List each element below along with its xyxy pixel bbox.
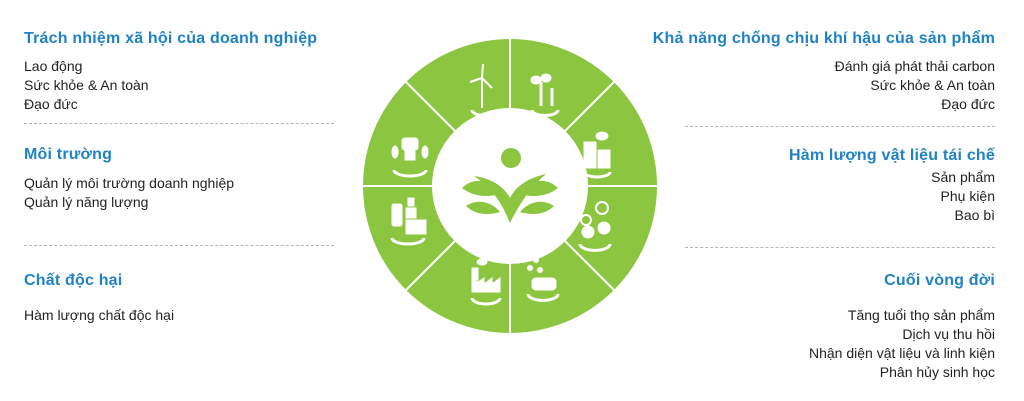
section-title: Khả năng chống chịu khí hậu của sản phẩm xyxy=(652,30,995,47)
section-end-of-life: Cuối vòng đời Tăng tuổi thọ sản phẩm Dịc… xyxy=(575,271,995,382)
section-title: Môi trường xyxy=(24,146,113,163)
list-item: Phụ kiện xyxy=(940,188,995,204)
people-recycle-dialogue-icon xyxy=(578,201,612,252)
list-item: Sức khỏe & An toàn xyxy=(24,77,149,93)
section-title: Hàm lượng vật liệu tái chế xyxy=(789,147,995,164)
wheel-center xyxy=(432,108,588,264)
list-item: Sản phẩm xyxy=(931,169,995,185)
list-item: Đánh giá phát thải carbon xyxy=(834,58,995,74)
factory-leaf-recycle-icon xyxy=(470,258,502,306)
section-title: Cuối vòng đời xyxy=(884,272,995,289)
car-emissions-recycle-icon xyxy=(526,257,560,302)
sprouting-person-leaves-icon xyxy=(462,148,558,223)
item-list: Sản phẩm Phụ kiện Bao bì xyxy=(575,168,995,225)
list-item: Đạo đức xyxy=(24,96,78,112)
list-item: Nhận diện vật liệu và linh kiện xyxy=(808,345,995,361)
plant-fork-recycle-icon xyxy=(530,73,560,117)
sustainability-wheel xyxy=(362,38,658,334)
list-item: Quản lý môi trường doanh nghiệp xyxy=(24,175,235,191)
section-title: Trách nhiệm xã hội của doanh nghiệp xyxy=(24,30,318,47)
item-list: Đánh giá phát thải carbon Sức khỏe & An … xyxy=(575,57,995,114)
dashed-divider xyxy=(24,123,334,124)
list-item: Đạo đức xyxy=(941,96,995,112)
section-title: Chất độc hại xyxy=(24,272,123,289)
item-list: Hàm lượng chất độc hại xyxy=(24,306,344,325)
list-item: Dịch vụ thu hồi xyxy=(902,326,995,342)
battery-packaging-recycle-icon xyxy=(390,197,427,246)
list-item: Tăng tuổi thọ sản phẩm xyxy=(847,307,995,323)
wind-turbine-recycle-icon xyxy=(469,63,494,117)
dashed-divider xyxy=(685,126,995,127)
list-item: Quản lý năng lượng xyxy=(24,194,149,210)
item-list: Quản lý môi trường doanh nghiệp Quản lý … xyxy=(24,174,344,212)
green-building-recycle-icon xyxy=(582,131,612,179)
dashed-divider xyxy=(685,247,995,248)
list-item: Hàm lượng chất độc hại xyxy=(24,307,175,323)
cfl-bulb-leaf-recycle-icon xyxy=(391,137,429,178)
section-corporate-social-responsibility: Trách nhiệm xã hội của doanh nghiệp Lao … xyxy=(24,29,344,114)
dashed-divider xyxy=(24,245,334,246)
item-list: Tăng tuổi thọ sản phẩm Dịch vụ thu hồi N… xyxy=(575,306,995,382)
list-item: Phân hủy sinh học xyxy=(879,364,995,380)
item-list: Lao động Sức khỏe & An toàn Đạo đức xyxy=(24,57,344,114)
section-product-climate-resilience: Khả năng chống chịu khí hậu của sản phẩm… xyxy=(575,29,995,114)
list-item: Lao động xyxy=(24,58,83,74)
list-item: Bao bì xyxy=(954,207,995,223)
section-recycled-content: Hàm lượng vật liệu tái chế Sản phẩm Phụ … xyxy=(575,146,995,225)
list-item: Sức khỏe & An toàn xyxy=(870,77,995,93)
section-hazardous-substances: Chất độc hại Hàm lượng chất độc hại xyxy=(24,271,344,325)
section-environment: Môi trường Quản lý môi trường doanh nghi… xyxy=(24,145,344,212)
